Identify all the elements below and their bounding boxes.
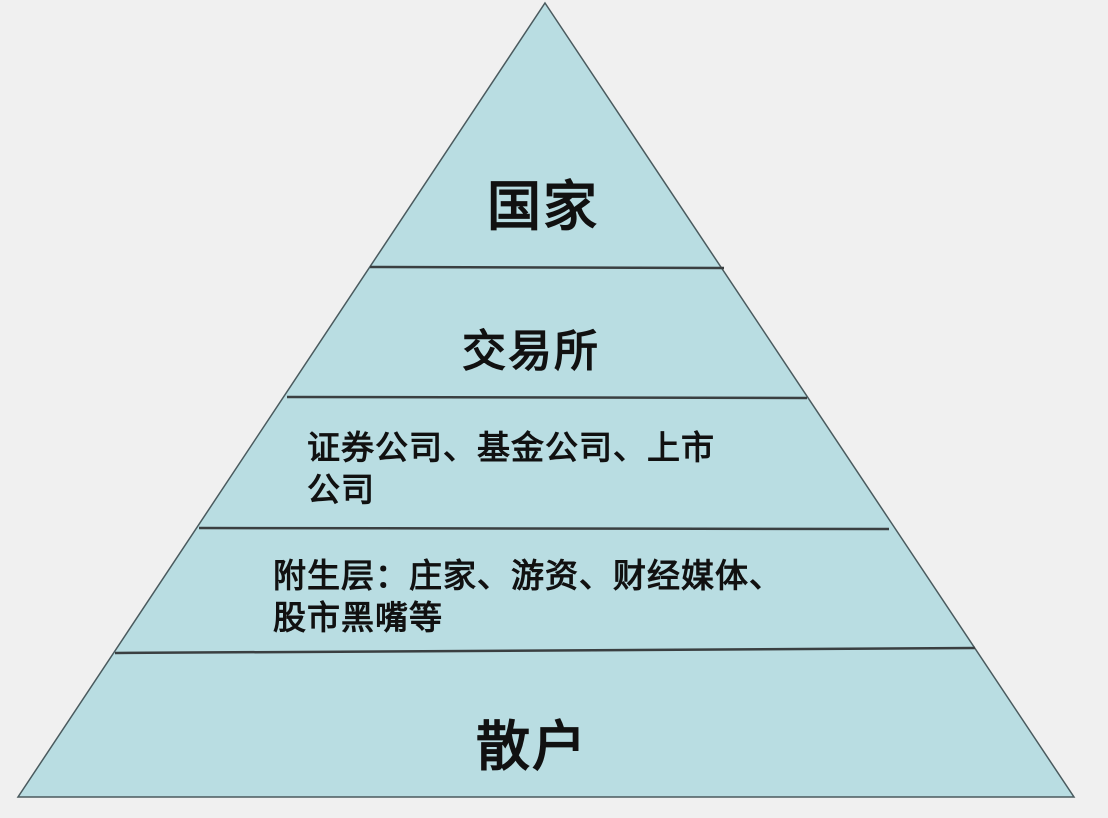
pyramid-body [16,1,1076,798]
layer-label-parasitic-line2: 股市黑嘴等 [273,598,443,637]
layer-divider-3 [198,526,890,531]
layer-divider-1 [369,265,725,270]
layer-label-exchange: 交易所 [462,326,600,377]
layer-label-parasitic-line1: 附生层：庄家、游资、财经媒体、 [273,556,783,595]
layer-divider-4 [114,646,976,655]
layer-label-institutions: 证券公司、基金公司、上市 公司 [307,427,715,511]
layer-divider-2 [286,395,808,400]
layer-label-state: 国家 [487,175,599,238]
layer-label-retail: 散户 [476,715,588,778]
layer-label-parasitic: 附生层：庄家、游资、财经媒体、 股市黑嘴等 [273,555,783,639]
layer-label-institutions-line2: 公司 [307,470,375,509]
layer-label-institutions-line1: 证券公司、基金公司、上市 [307,428,715,467]
